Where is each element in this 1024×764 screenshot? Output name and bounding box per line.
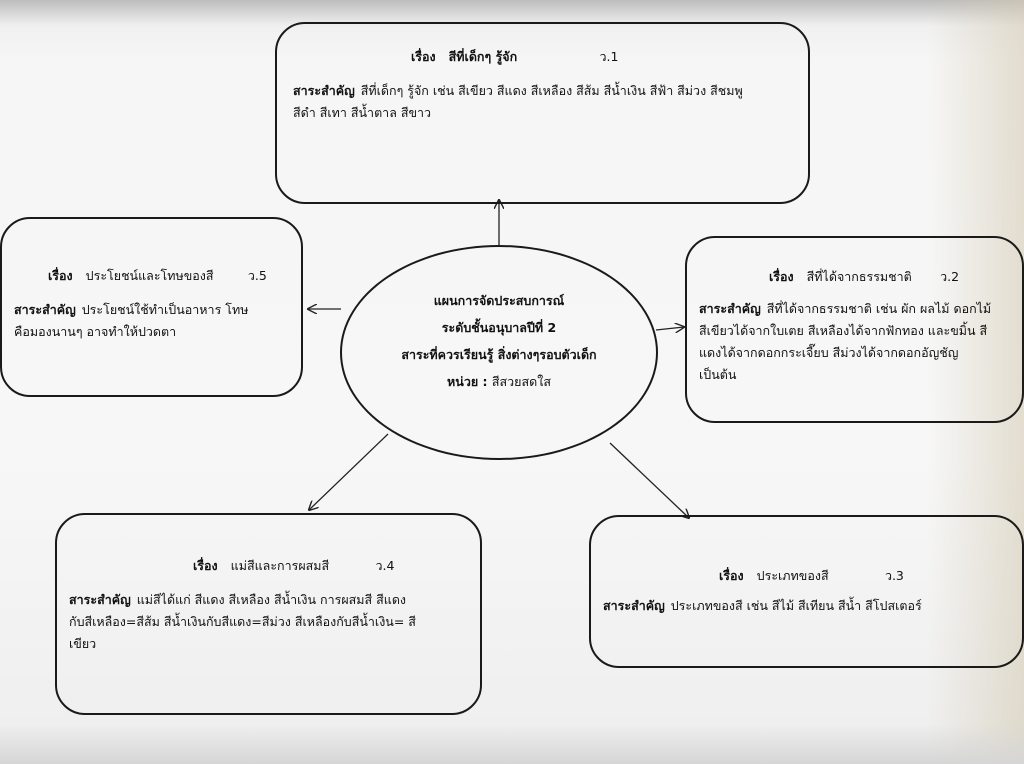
topic-4-essence-line: กับสีเหลือง=สีส้ม สีน้ำเงินกับสีแดง=สีม่… — [69, 614, 416, 629]
topic-box-4: เรื่อง แม่สีและการผสมสี ว.4 สาระสำคัญ แม่… — [55, 513, 482, 715]
topic-3-heading: เรื่อง ประเภทของสี ว.3 — [603, 565, 1012, 587]
topic-1-ref: ว.1 — [599, 49, 619, 64]
topic-4-essence-label: สาระสำคัญ — [69, 592, 131, 607]
topic-4-essence-line: แม่สีได้แก่ สีแดง สีเหลือง สีน้ำเงิน การ… — [136, 592, 407, 607]
arrow-to-topic-3 — [609, 442, 689, 518]
topic-3-label: เรื่อง — [719, 568, 744, 583]
topic-box-2: เรื่อง สีที่ได้จากธรรมชาติ ว.2 สาระสำคัญ… — [685, 236, 1024, 423]
topic-2-label: เรื่อง — [769, 269, 794, 284]
topic-2-heading: เรื่อง สีที่ได้จากธรรมชาติ ว.2 — [699, 266, 1014, 288]
center-ellipse: แผนการจัดประสบการณ์ ระดับชั้นอนุบาลปีที่… — [340, 245, 658, 460]
arrow-to-topic-2 — [655, 327, 684, 330]
topic-3-title: ประเภทของสี — [756, 568, 829, 583]
topic-4-label: เรื่อง — [193, 558, 218, 573]
topic-1-essence-line: สีดำ สีเทา สีน้ำตาล สีขาว — [293, 105, 432, 120]
page-curl-shadow — [0, 0, 1024, 26]
topic-1-essence-line: สีที่เด็กๆ รู้จัก เช่น สีเขียว สีแดง สีเ… — [360, 83, 743, 98]
topic-5-essence: สาระสำคัญ ประโยชน์ใช้ทำเป็นอาหาร โทษ คือม… — [14, 299, 289, 343]
topic-2-essence-line: เป็นต้น — [699, 367, 737, 382]
topic-box-5: เรื่อง ประโยชน์และโทษของสี ว.5 สาระสำคัญ… — [0, 217, 303, 397]
plan-learning-topic: สาระที่ควรเรียนรู้ สิ่งต่างๆรอบตัวเด็ก — [401, 347, 597, 362]
topic-4-essence: สาระสำคัญ แม่สีได้แก่ สีแดง สีเหลือง สีน้… — [69, 589, 468, 655]
topic-5-ref: ว.5 — [247, 268, 267, 283]
topic-1-label: เรื่อง — [411, 49, 436, 64]
topic-2-essence-line: แดงได้จากดอกกระเจี๊ยบ สีม่วงได้จากดอกอัญ… — [699, 345, 959, 360]
topic-4-title: แม่สีและการผสมสี — [230, 558, 330, 573]
plan-unit: หน่วย : สีสวยสดใส — [342, 368, 656, 395]
topic-2-essence-line: สีเขียวได้จากใบเตย สีเหลืองได้จากฟักทอง … — [699, 323, 988, 338]
topic-3-essence-label: สาระสำคัญ — [603, 598, 665, 613]
topic-2-essence-label: สาระสำคัญ — [699, 301, 761, 316]
topic-3-essence-line: ประเภทของสี เช่น สีไม้ สีเทียน สีน้ำ สีโ… — [670, 598, 922, 613]
topic-3-essence: สาระสำคัญ ประเภทของสี เช่น สีไม้ สีเทียน … — [603, 595, 1012, 617]
topic-5-heading: เรื่อง ประโยชน์และโทษของสี ว.5 — [14, 265, 289, 287]
plan-unit-label: หน่วย : — [447, 374, 488, 389]
plan-unit-value: สีสวยสดใส — [491, 374, 551, 389]
paper-bottom-shadow — [0, 724, 1024, 764]
topic-1-essence: สาระสำคัญ สีที่เด็กๆ รู้จัก เช่น สีเขียว … — [293, 80, 794, 124]
topic-4-ref: ว.4 — [375, 558, 395, 573]
topic-2-title: สีที่ได้จากธรรมชาติ — [806, 269, 912, 284]
arrow-to-topic-4 — [309, 433, 389, 510]
topic-1-title: สีที่เด็กๆ รู้จัก — [448, 49, 518, 64]
topic-2-essence: สาระสำคัญ สีที่ได้จากธรรมชาติ เช่น ผัก ผล… — [699, 298, 1014, 386]
topic-box-1: เรื่อง สีที่เด็กๆ รู้จัก ว.1 สาระสำคัญสี… — [275, 22, 810, 204]
topic-4-essence-line: เขียว — [69, 636, 97, 651]
topic-2-essence-line: สีที่ได้จากธรรมชาติ เช่น ผัก ผลไม้ ดอกไม… — [766, 301, 992, 316]
topic-box-3: เรื่อง ประเภทของสี ว.3 สาระสำคัญ ประเภทขอ… — [589, 515, 1024, 668]
plan-title: แผนการจัดประสบการณ์ — [433, 293, 565, 308]
topic-4-heading: เรื่อง แม่สีและการผสมสี ว.4 — [69, 555, 468, 577]
topic-5-essence-label: สาระสำคัญ — [14, 302, 76, 317]
topic-5-essence-line: คือมองนานๆ อาจทำให้ปวดตา — [14, 324, 177, 339]
topic-2-ref: ว.2 — [940, 269, 960, 284]
paper-edge-shadow — [928, 0, 1024, 764]
topic-5-essence-line: ประโยชน์ใช้ทำเป็นอาหาร โทษ — [81, 302, 249, 317]
topic-1-heading: เรื่อง สีที่เด็กๆ รู้จัก ว.1 — [293, 46, 794, 68]
topic-3-ref: ว.3 — [884, 568, 904, 583]
topic-5-title: ประโยชน์และโทษของสี — [85, 268, 214, 283]
plan-level: ระดับชั้นอนุบาลปีที่ 2 — [441, 320, 557, 335]
topic-1-essence-label: สาระสำคัญ — [293, 83, 355, 98]
topic-5-label: เรื่อง — [48, 268, 73, 283]
